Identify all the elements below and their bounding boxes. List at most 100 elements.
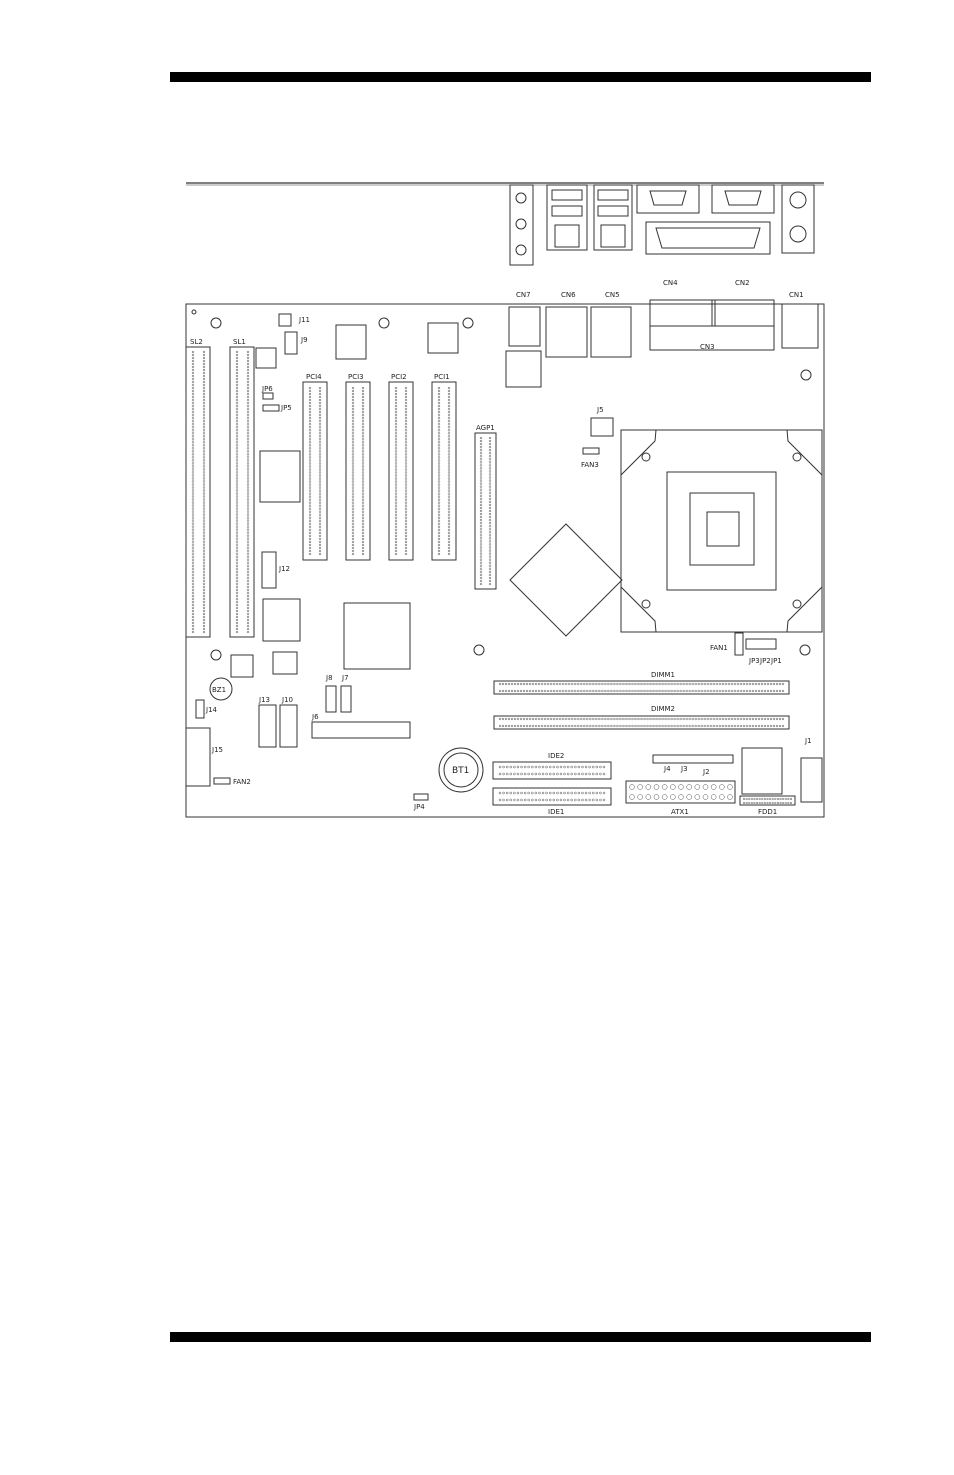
pin	[599, 791, 602, 795]
pin	[595, 765, 599, 769]
pin	[191, 465, 195, 468]
pin	[781, 724, 785, 728]
pin	[721, 717, 724, 721]
pin	[586, 724, 589, 728]
pin	[534, 791, 538, 795]
pin	[447, 462, 451, 465]
pin	[664, 689, 667, 693]
pin	[766, 682, 770, 686]
pin	[404, 456, 408, 459]
pin	[202, 389, 206, 393]
pin	[591, 765, 595, 769]
pin	[588, 791, 591, 795]
pin	[552, 765, 556, 769]
pin	[553, 682, 556, 686]
pin	[191, 609, 195, 613]
pin	[715, 689, 718, 693]
pin	[568, 689, 571, 693]
label-jp6: JP6	[261, 385, 273, 393]
pin	[584, 798, 588, 802]
pin	[592, 724, 595, 728]
pin	[488, 579, 492, 583]
pin	[318, 420, 322, 423]
pin	[202, 393, 206, 396]
pin	[361, 486, 365, 489]
pin	[246, 561, 250, 564]
pin	[202, 380, 206, 384]
pin	[509, 798, 513, 802]
pin	[559, 798, 563, 802]
pin	[191, 606, 195, 610]
pin	[619, 717, 622, 721]
pin	[191, 377, 195, 381]
pin	[246, 468, 250, 471]
pin	[664, 724, 667, 728]
pin	[246, 600, 250, 604]
pin	[754, 717, 758, 721]
pin	[513, 791, 516, 795]
pin	[235, 444, 239, 447]
pin	[583, 689, 586, 693]
pin	[640, 724, 643, 728]
pin	[520, 772, 523, 776]
pin	[308, 459, 312, 462]
pin	[637, 784, 643, 790]
pin	[534, 724, 538, 728]
pin	[235, 564, 239, 567]
pin	[670, 689, 673, 693]
pin	[763, 801, 766, 805]
pin	[235, 594, 239, 598]
pin	[361, 410, 365, 414]
pin	[479, 476, 483, 479]
pin	[351, 444, 355, 447]
pin	[351, 392, 355, 396]
pin	[488, 464, 492, 467]
pin	[509, 765, 513, 769]
pin	[745, 682, 749, 686]
pin	[351, 474, 355, 477]
pin	[488, 436, 492, 440]
label-fan3: FAN3	[581, 461, 599, 469]
pin	[712, 682, 715, 686]
pin	[191, 594, 195, 598]
pin	[394, 474, 398, 477]
pin	[202, 462, 206, 465]
pin	[351, 453, 355, 456]
pin	[361, 450, 365, 453]
pin	[748, 797, 751, 801]
pin	[667, 689, 670, 693]
pin	[235, 386, 239, 390]
label-fan1: FAN1	[710, 644, 728, 652]
pin	[202, 480, 206, 483]
pin	[202, 540, 206, 543]
pin	[308, 447, 312, 450]
pin	[556, 717, 559, 721]
pin	[191, 588, 195, 591]
pin	[404, 483, 408, 486]
pin	[658, 717, 661, 721]
pin	[479, 534, 483, 537]
label-sl2: SL2	[190, 338, 203, 346]
pin	[246, 414, 250, 417]
pin	[404, 507, 408, 510]
pin	[191, 555, 195, 558]
pin	[589, 717, 592, 721]
pin	[308, 492, 312, 495]
pin	[447, 492, 451, 495]
pin	[404, 417, 408, 420]
pin	[488, 558, 492, 561]
pin	[447, 404, 451, 408]
pin	[522, 717, 526, 721]
pin	[351, 546, 355, 550]
pin	[781, 717, 785, 721]
pin	[308, 522, 312, 525]
pin	[191, 522, 195, 525]
pin	[525, 682, 529, 686]
pin	[694, 784, 701, 790]
label-j13: J13	[258, 696, 270, 704]
pin	[202, 549, 206, 552]
pin	[351, 543, 355, 547]
label-ide1: IDE1	[548, 808, 564, 816]
pin	[595, 791, 599, 795]
pin	[437, 404, 441, 408]
